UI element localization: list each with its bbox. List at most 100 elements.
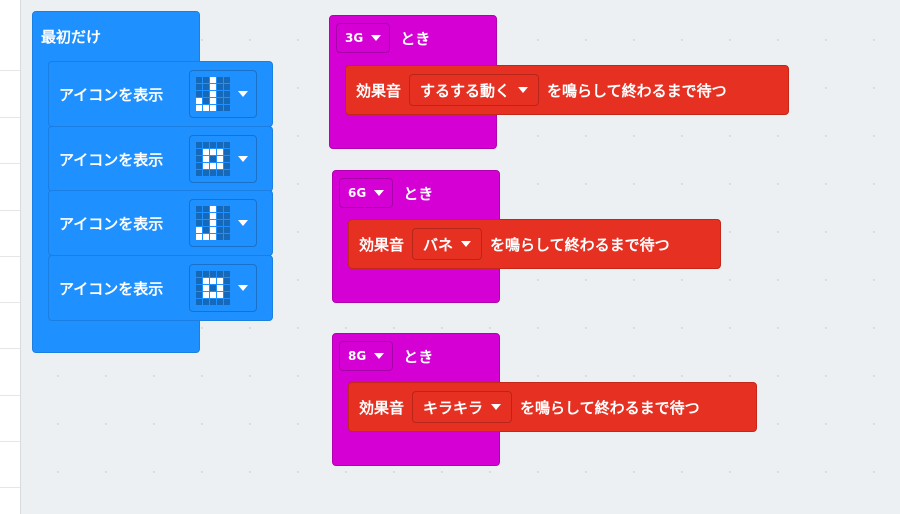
led-off bbox=[217, 170, 223, 176]
led-off bbox=[217, 142, 223, 148]
sound-action: を鳴らして終わるまで待つ bbox=[520, 398, 700, 417]
led-off bbox=[224, 220, 230, 226]
chevron-down-icon bbox=[238, 285, 248, 291]
led-off bbox=[196, 163, 202, 169]
led-on bbox=[210, 98, 216, 104]
play-sound-block[interactable]: 効果音 するする動く を鳴らして終わるまで待つ bbox=[345, 65, 789, 115]
icon-dropdown[interactable] bbox=[189, 70, 257, 118]
gesture-suffix: とき bbox=[403, 184, 434, 203]
led-off bbox=[224, 234, 230, 240]
led-off bbox=[196, 220, 202, 226]
chevron-down-icon bbox=[461, 241, 472, 247]
sound-dropdown[interactable]: するする動く bbox=[409, 74, 540, 106]
led-on bbox=[210, 227, 216, 233]
sound-value: バネ bbox=[423, 235, 454, 254]
sound-action: を鳴らして終わるまで待つ bbox=[490, 235, 670, 254]
led-on bbox=[196, 234, 202, 240]
show-icon-label: アイコンを表示 bbox=[59, 85, 164, 104]
gesture-suffix: とき bbox=[403, 347, 434, 366]
led-on bbox=[210, 234, 216, 240]
led-off bbox=[203, 227, 209, 233]
led-off bbox=[217, 77, 223, 83]
led-on bbox=[210, 91, 216, 97]
led-off bbox=[203, 220, 209, 226]
sound-value: するする動く bbox=[420, 81, 511, 100]
led-off bbox=[196, 213, 202, 219]
led-on bbox=[203, 278, 209, 284]
led-off bbox=[217, 213, 223, 219]
led-off bbox=[224, 142, 230, 148]
icon-dropdown[interactable] bbox=[189, 135, 257, 183]
led-off bbox=[224, 77, 230, 83]
gesture-dropdown[interactable]: 3G bbox=[336, 23, 391, 53]
sound-value: キラキラ bbox=[423, 398, 484, 417]
led-off bbox=[196, 77, 202, 83]
led-on bbox=[210, 84, 216, 90]
led-off bbox=[217, 206, 223, 212]
led-on bbox=[217, 285, 223, 291]
led-off bbox=[196, 170, 202, 176]
led-on bbox=[210, 292, 216, 298]
led-off bbox=[196, 142, 202, 148]
led-off bbox=[224, 278, 230, 284]
led-off bbox=[224, 285, 230, 291]
show-icon-block[interactable]: アイコンを表示 bbox=[48, 255, 273, 321]
led-on bbox=[210, 206, 216, 212]
led-on bbox=[196, 98, 202, 104]
led-on bbox=[217, 292, 223, 298]
sound-prefix: 効果音 bbox=[359, 398, 405, 417]
led-off bbox=[210, 156, 216, 162]
led-off bbox=[203, 271, 209, 277]
led-on bbox=[210, 105, 216, 111]
chevron-down-icon bbox=[374, 353, 385, 359]
play-sound-block[interactable]: 効果音 キラキラ を鳴らして終わるまで待つ bbox=[348, 382, 757, 432]
led-off bbox=[224, 98, 230, 104]
led-icon bbox=[196, 142, 230, 176]
led-off bbox=[203, 91, 209, 97]
icon-dropdown[interactable] bbox=[189, 199, 257, 247]
led-off bbox=[224, 271, 230, 277]
gesture-dropdown[interactable]: 8G bbox=[339, 341, 394, 371]
led-off bbox=[210, 271, 216, 277]
led-off bbox=[210, 170, 216, 176]
gesture-value: 8G bbox=[348, 349, 367, 363]
led-off bbox=[224, 213, 230, 219]
led-off bbox=[210, 142, 216, 148]
led-on bbox=[210, 149, 216, 155]
led-off bbox=[203, 213, 209, 219]
led-off bbox=[203, 142, 209, 148]
led-off bbox=[217, 220, 223, 226]
led-off bbox=[203, 170, 209, 176]
sound-dropdown[interactable]: キラキラ bbox=[412, 391, 513, 423]
show-icon-block[interactable]: アイコンを表示 bbox=[48, 126, 273, 192]
led-on bbox=[210, 278, 216, 284]
led-off bbox=[224, 227, 230, 233]
led-on bbox=[210, 220, 216, 226]
show-icon-label: アイコンを表示 bbox=[59, 214, 164, 233]
sound-prefix: 効果音 bbox=[356, 81, 402, 100]
led-off bbox=[196, 91, 202, 97]
led-off bbox=[224, 149, 230, 155]
chevron-down-icon bbox=[238, 156, 248, 162]
sound-action: を鳴らして終わるまで待つ bbox=[547, 81, 727, 100]
gesture-dropdown[interactable]: 6G bbox=[339, 178, 394, 208]
show-icon-block[interactable]: アイコンを表示 bbox=[48, 61, 273, 127]
led-off bbox=[217, 271, 223, 277]
led-off bbox=[217, 98, 223, 104]
led-off bbox=[217, 84, 223, 90]
chevron-down-icon bbox=[374, 190, 385, 196]
led-off bbox=[217, 91, 223, 97]
led-on bbox=[203, 105, 209, 111]
led-off bbox=[196, 292, 202, 298]
sound-dropdown[interactable]: バネ bbox=[412, 228, 483, 260]
chevron-down-icon bbox=[238, 220, 248, 226]
on-start-label: 最初だけ bbox=[41, 28, 102, 46]
play-sound-block[interactable]: 効果音 バネ を鳴らして終わるまで待つ bbox=[348, 219, 721, 269]
led-on bbox=[210, 163, 216, 169]
led-off bbox=[203, 98, 209, 104]
gesture-value: 6G bbox=[348, 186, 367, 200]
led-icon bbox=[196, 77, 230, 111]
icon-dropdown[interactable] bbox=[189, 264, 257, 312]
show-icon-block[interactable]: アイコンを表示 bbox=[48, 190, 273, 256]
led-on bbox=[210, 77, 216, 83]
